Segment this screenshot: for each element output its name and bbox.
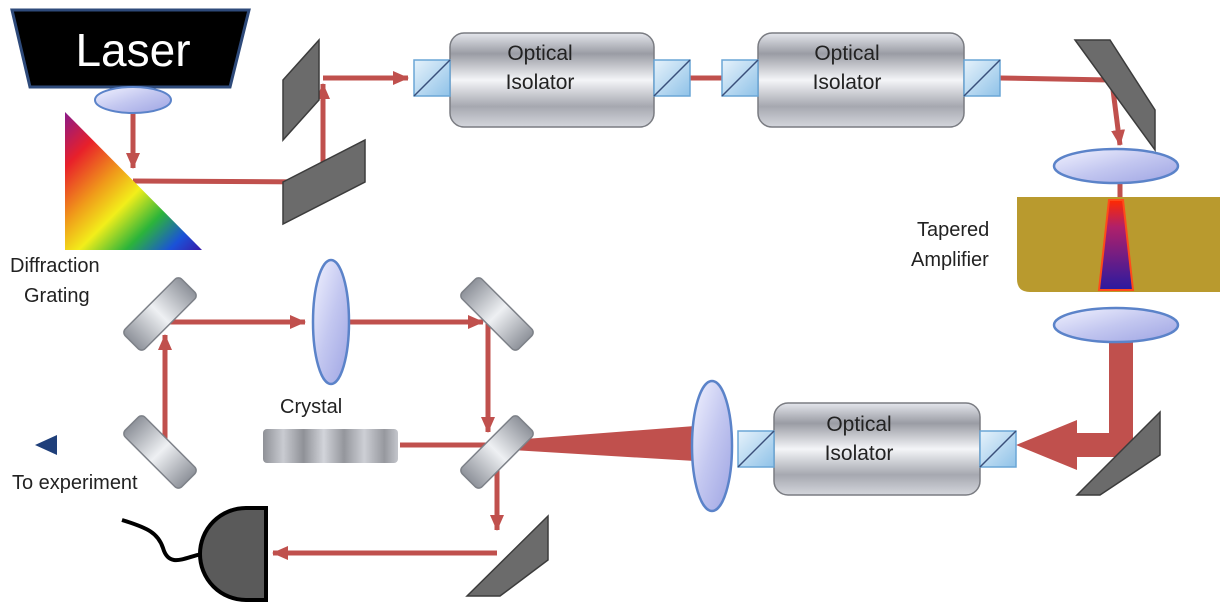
mirror-top-right	[1073, 39, 1156, 153]
mirror-top-left-lower	[282, 138, 366, 226]
photodetector	[198, 506, 268, 602]
crystal-label: Crystal	[280, 396, 342, 418]
optical-isolator-3: Optical Isolator	[737, 402, 1017, 496]
isolator-2-label-line1: Optical	[814, 42, 879, 65]
grating-prism	[65, 112, 202, 250]
lens-amplifier-input	[1052, 147, 1180, 185]
mirror-bottom-right	[1075, 410, 1161, 496]
mirror-bottom-center	[465, 514, 549, 597]
beam-isolator-2-to-mirror	[999, 75, 1111, 83]
amplified-beam	[512, 340, 1133, 470]
mirrors	[282, 38, 1161, 597]
amplifier-label-line2: Amplifier	[911, 249, 989, 271]
cavity-mirror-bottom-right	[460, 415, 534, 489]
lens-amplifier-output	[1052, 306, 1180, 344]
amplified-beam-vertical	[1109, 340, 1133, 450]
grating-label-line1: Diffraction	[10, 255, 100, 277]
cavity-mirror-top-left	[123, 277, 197, 351]
mirror-top-left-upper	[282, 38, 320, 142]
grating-label-line2: Grating	[24, 285, 90, 307]
diffraction-grating: Diffraction Grating	[10, 112, 202, 307]
isolator-2-label-line2: Isolator	[813, 71, 882, 94]
detector-cable	[121, 518, 211, 562]
amplifier-chip	[1097, 199, 1135, 291]
isolator-3-label-line2: Isolator	[825, 442, 894, 465]
cavity-mirror-bottom-left	[123, 415, 197, 489]
crystal-body	[263, 429, 398, 463]
focused-beam-cone	[512, 426, 695, 461]
laser: Laser	[10, 8, 251, 114]
amplifier-label-line1: Tapered	[917, 219, 989, 241]
isolator-1-label-line1: Optical	[507, 42, 572, 65]
lens-cavity	[311, 258, 351, 386]
optical-isolator-1: Optical Isolator	[413, 32, 691, 128]
isolator-1-label-line2: Isolator	[506, 71, 575, 94]
laser-body	[10, 8, 251, 89]
isolator-3-label-line1: Optical	[826, 413, 891, 436]
lenses	[311, 147, 1180, 513]
cavity-mirrors	[123, 277, 534, 489]
output-label: To experiment	[12, 472, 138, 494]
laser-label: Laser	[75, 24, 190, 76]
crystal: Crystal	[263, 396, 398, 463]
lens-focusing	[690, 379, 734, 513]
beam-paths	[126, 71, 1126, 560]
tapered-amplifier: Tapered Amplifier	[911, 197, 1220, 292]
cavity-mirror-top-right	[460, 277, 534, 351]
optical-isolator-2: Optical Isolator	[721, 32, 1001, 128]
laser-output-lens	[94, 86, 172, 114]
amplified-beam-arrowhead	[1016, 420, 1077, 470]
